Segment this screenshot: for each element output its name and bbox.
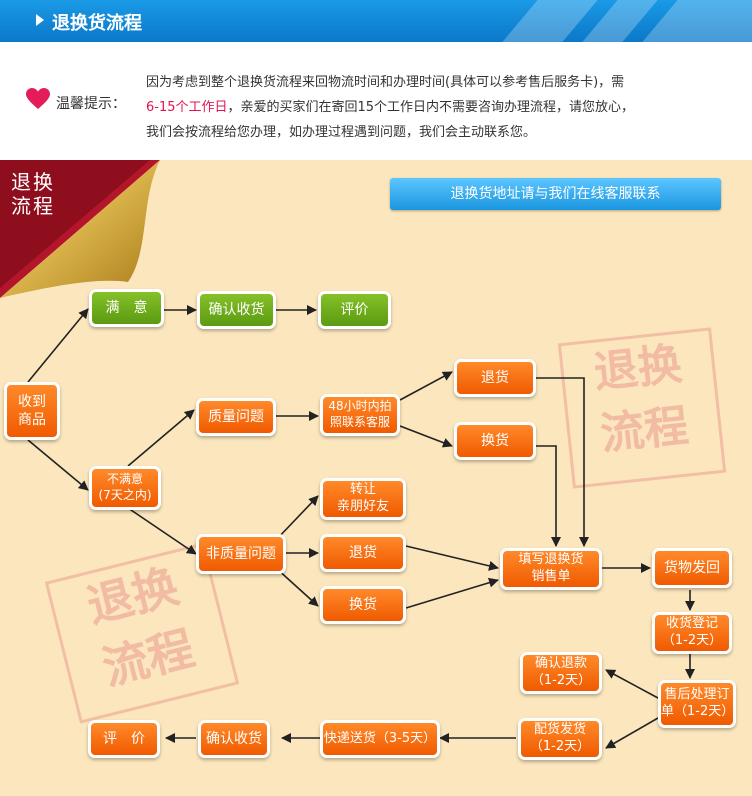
node-confirm-receipt-top: 确认收货 — [197, 291, 276, 329]
arrow-unsatisfied-quality — [127, 409, 195, 467]
node-photo-contact: 48小时内拍 照联系客服 — [320, 394, 400, 436]
node-after-sales: 售后处理订 单（1-2天） — [658, 680, 736, 728]
arrow-receive-unsatisfied — [27, 439, 89, 491]
arrow-aftersales-dispatch — [605, 717, 659, 749]
arrow-nonquality-exchange — [275, 567, 319, 607]
node-receipt-register: 收货登记 （1-2天） — [652, 612, 732, 654]
corner-curl-decoration — [0, 160, 160, 298]
tip-line-1: 因为考虑到整个退换货流程来回物流时间和办理时间(具体可以参考售后服务卡)，需 — [146, 75, 625, 90]
header-bar: 退换货流程 — [0, 0, 752, 42]
node-return-a: 退货 — [454, 359, 536, 397]
node-fill-form: 填写退换货 销售单 — [500, 548, 602, 590]
arrow-return-fill — [536, 377, 589, 547]
arrow-exchangeb-fill — [405, 577, 499, 609]
node-dispatch: 配货发货 （1-2天） — [518, 718, 602, 760]
node-review-bottom: 评 价 — [88, 720, 160, 758]
node-express-delivery: 快递送货（3-5天） — [320, 720, 440, 758]
node-confirm-receipt-bottom: 确认收货 — [198, 720, 270, 758]
tip-line-2-rest: ，亲爱的买家们在寄回15个工作日内不需要咨询办理流程，请您放心， — [227, 100, 635, 115]
corner-label: 退换 流程 — [11, 170, 55, 218]
node-receive-goods: 收到 商品 — [4, 382, 60, 440]
tip-highlight: 6-15个工作日 — [146, 100, 228, 115]
node-confirm-refund: 确认退款 （1-2天） — [520, 652, 602, 694]
tip-label: 温馨提示： — [56, 96, 126, 112]
arrow-photo-exchange — [399, 425, 453, 448]
node-return-b: 退货 — [320, 534, 406, 572]
header-arrow-icon — [36, 14, 44, 26]
node-exchange-a: 换货 — [454, 422, 536, 460]
arrow-aftersales-refund — [605, 669, 659, 699]
arrow-returnb-fill — [405, 545, 499, 571]
arrow-nonquality-transfer — [275, 495, 319, 541]
tip-line-3: 我们会按流程给您办理，如办理过程遇到问题，我们会主动联系您。 — [146, 125, 537, 140]
node-review-top: 评价 — [318, 291, 391, 329]
node-transfer: 转让 亲朋好友 — [320, 478, 406, 520]
heart-icon — [26, 88, 50, 109]
arrow-receive-satisfied — [27, 308, 89, 383]
node-non-quality: 非质量问题 — [196, 534, 286, 574]
notice-section — [0, 42, 752, 160]
tip-line-2: 6-15个工作日，亲爱的买家们在寄回15个工作日内不需要咨询办理流程，请您放心， — [146, 96, 634, 115]
node-ship-goods: 货物发回 — [652, 548, 732, 588]
node-satisfied: 满 意 — [89, 289, 164, 327]
node-quality-issue: 质量问题 — [196, 398, 276, 436]
arrow-unsatisfied-nonquality — [127, 507, 197, 555]
contact-banner[interactable]: 退换货地址请与我们在线客服联系 — [390, 178, 721, 210]
header-title: 退换货流程 — [52, 13, 142, 34]
node-exchange-b: 换货 — [320, 586, 406, 624]
node-unsatisfied: 不满意 (7天之内) — [89, 466, 161, 510]
arrow-photo-return — [399, 371, 453, 401]
arrow-exchange-fill — [536, 445, 561, 547]
